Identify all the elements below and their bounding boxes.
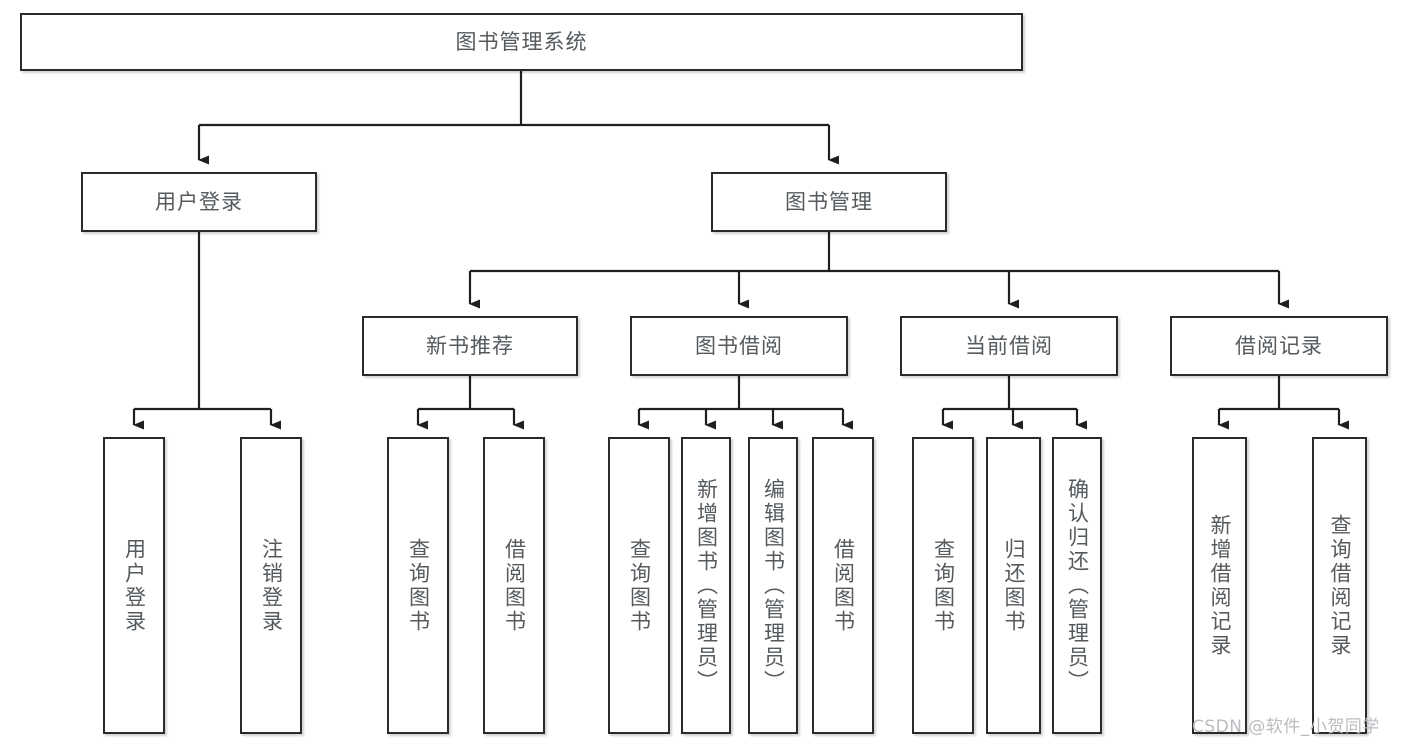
node-leaf-query-book-3[interactable]: 查询图书 — [912, 437, 974, 734]
node-new-book-rec[interactable]: 新书推荐 — [362, 316, 578, 376]
node-leaf-borrow-book-1[interactable]: 借阅图书 — [483, 437, 545, 734]
node-leaf-query-book-2[interactable]: 查询图书 — [608, 437, 670, 734]
node-leaf-add-record[interactable]: 新增借阅记录 — [1192, 437, 1247, 734]
node-leaf-edit-book[interactable]: 编辑图书（管理员） — [748, 437, 798, 734]
node-user-login-label: 用户登录 — [155, 189, 243, 214]
node-leaf-query-record[interactable]: 查询借阅记录 — [1312, 437, 1367, 734]
node-leaf-user-logout-label: 注销登录 — [259, 537, 284, 634]
node-leaf-query-record-label: 查询借阅记录 — [1328, 513, 1352, 658]
node-leaf-user-login[interactable]: 用户登录 — [103, 437, 165, 734]
node-leaf-query-book-2-label: 查询图书 — [627, 537, 652, 634]
node-leaf-query-book-1[interactable]: 查询图书 — [387, 437, 449, 734]
node-root[interactable]: 图书管理系统 — [20, 13, 1023, 71]
node-leaf-user-login-label: 用户登录 — [122, 537, 147, 634]
node-leaf-add-book-label: 新增图书（管理员） — [694, 477, 719, 694]
node-book-manage[interactable]: 图书管理 — [711, 172, 947, 232]
node-book-borrow[interactable]: 图书借阅 — [630, 316, 848, 376]
node-leaf-return-book-label: 归还图书 — [1002, 537, 1026, 634]
node-leaf-borrow-book-2-label: 借阅图书 — [831, 537, 856, 634]
node-root-label: 图书管理系统 — [455, 29, 588, 54]
node-current-borrow-label: 当前借阅 — [965, 333, 1053, 358]
node-current-borrow[interactable]: 当前借阅 — [900, 316, 1118, 376]
node-leaf-user-logout[interactable]: 注销登录 — [240, 437, 302, 734]
node-leaf-borrow-book-2[interactable]: 借阅图书 — [812, 437, 874, 734]
node-book-manage-label: 图书管理 — [785, 189, 873, 214]
node-book-borrow-label: 图书借阅 — [695, 333, 783, 358]
node-leaf-borrow-book-1-label: 借阅图书 — [502, 537, 527, 634]
node-user-login[interactable]: 用户登录 — [81, 172, 317, 232]
node-leaf-return-book[interactable]: 归还图书 — [986, 437, 1041, 734]
node-borrow-record-label: 借阅记录 — [1235, 333, 1323, 358]
node-leaf-confirm-return-label: 确认归还（管理员） — [1065, 477, 1090, 694]
node-leaf-query-book-3-label: 查询图书 — [931, 537, 956, 634]
node-new-book-rec-label: 新书推荐 — [426, 333, 514, 358]
node-leaf-query-book-1-label: 查询图书 — [406, 537, 431, 634]
node-leaf-confirm-return[interactable]: 确认归还（管理员） — [1052, 437, 1102, 734]
node-borrow-record[interactable]: 借阅记录 — [1170, 316, 1388, 376]
node-leaf-add-book[interactable]: 新增图书（管理员） — [681, 437, 731, 734]
node-leaf-add-record-label: 新增借阅记录 — [1208, 513, 1232, 658]
node-leaf-edit-book-label: 编辑图书（管理员） — [761, 477, 786, 694]
csdn-watermark: CSDN @软件_小贺同学 — [1192, 717, 1380, 737]
